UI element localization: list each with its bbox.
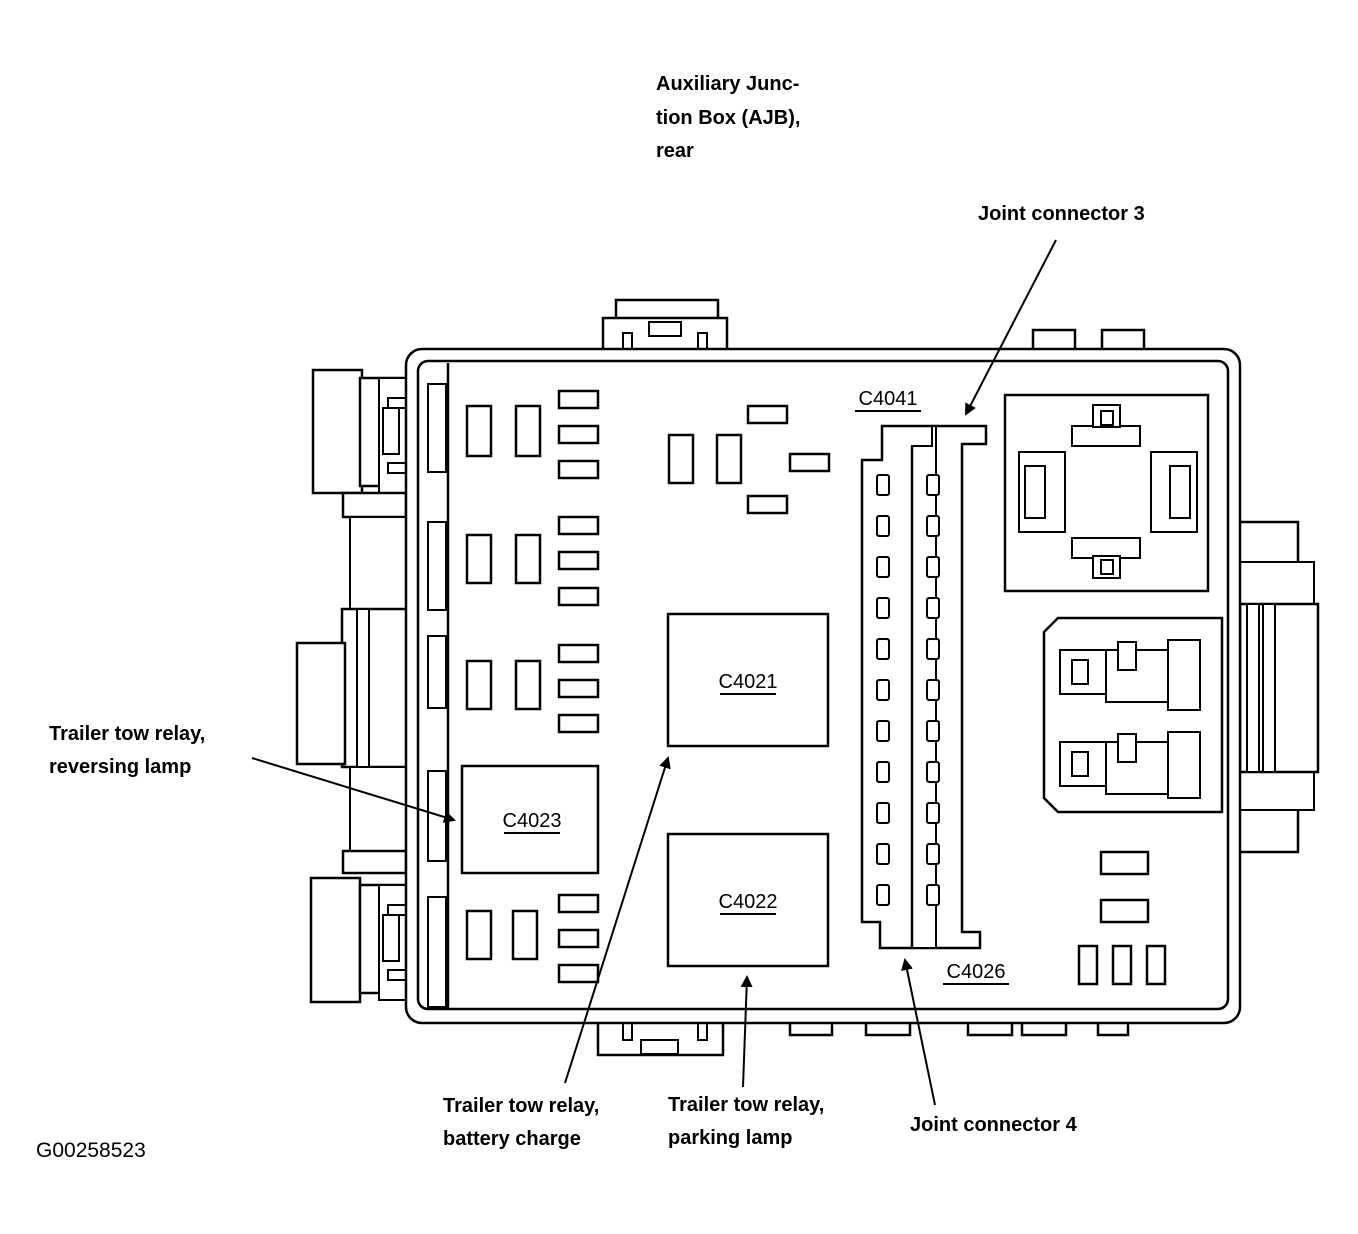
relay-c4021: C4021 <box>666 612 830 748</box>
c4021-label: C4021 <box>719 671 778 693</box>
c4041-label: C4041 <box>859 388 918 410</box>
title-line-2: tion Box (AJB), <box>656 107 800 129</box>
c4023-label: C4023 <box>503 810 562 832</box>
connector-pins <box>876 474 940 906</box>
callout-parking-lamp: Trailer tow relay, parking lamp <box>668 1094 830 1149</box>
leader-arrows <box>251 239 1057 1106</box>
relay-block-right <box>1042 616 1224 814</box>
figure-id: G00258523 <box>36 1139 146 1162</box>
c4026-label: C4026 <box>947 961 1006 983</box>
c4022-label: C4022 <box>719 891 778 913</box>
title-line-3: rear <box>656 140 694 162</box>
callout-joint-connector-3: Joint connector 3 <box>978 203 1145 225</box>
callout-joint-connector-4: Joint connector 4 <box>910 1114 1078 1136</box>
fuse-cavities-bottom-right <box>1077 850 1167 986</box>
title-line-1: Auxiliary Junc- <box>656 73 799 95</box>
fuse-cavities-top-center <box>667 404 831 515</box>
callout-reversing-lamp: Trailer tow relay, reversing lamp <box>49 723 211 778</box>
joint-connector-strip: C4041 C4026 <box>855 388 1009 985</box>
callout-battery-charge: Trailer tow relay, battery charge <box>443 1095 605 1150</box>
junction-box-housing <box>295 298 1320 1057</box>
diagram-title: Auxiliary Junc- tion Box (AJB), rear <box>656 73 806 162</box>
relay-socket-top-right <box>1003 393 1210 593</box>
fuse-cavities-left <box>465 389 600 984</box>
relay-c4023: C4023 <box>460 764 600 875</box>
relay-c4022: C4022 <box>666 832 830 968</box>
